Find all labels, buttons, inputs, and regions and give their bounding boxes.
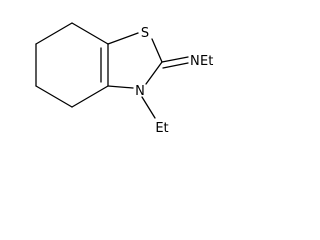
bond-c7a-s [107,32,139,45]
bond-n3-ethyl [141,96,156,119]
cyclohexene-ring [35,22,109,108]
bond-c7a-c7 [71,22,109,45]
imine-ethyl-label: Et [200,54,213,69]
bond-c4-c3a [71,85,109,108]
thiazoline-ring [107,32,163,89]
ring-nitrogen-ethyl-label: Et [155,121,168,136]
bond-c2-n-exo-double [162,62,189,69]
bond-c2-n-exo [161,56,189,63]
sulfur-atom-label: S [141,26,149,41]
bond-n3-c3a [107,85,134,89]
bond-s-c2 [151,38,163,63]
bond-c7-c6 [35,22,73,45]
bond-c2-n3 [145,61,163,85]
imine-nitrogen-atom-label: N [190,54,200,69]
bond-c5-c4 [35,85,73,108]
ring-nitrogen-atom-label: N [135,84,145,99]
structural-formula: S N Et N Et [35,22,213,136]
